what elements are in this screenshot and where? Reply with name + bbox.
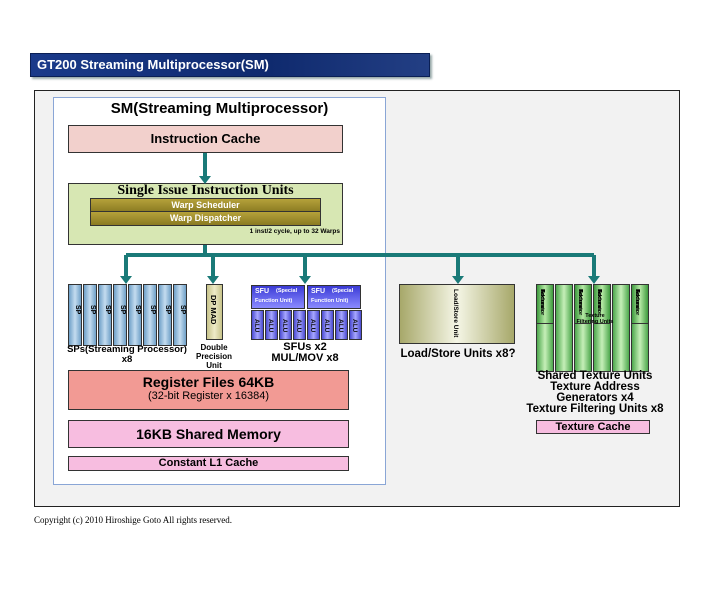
- texture-column: Texture Address Generator: [631, 284, 649, 372]
- issue-unit-note: 1 inst/2 cycle, up to 32 Warps: [249, 228, 340, 235]
- alu-unit: ALU: [251, 310, 264, 340]
- alu-unit: ALU: [307, 310, 320, 340]
- texture-address-generator: Texture Address Generator: [575, 285, 591, 324]
- constant-cache: Constant L1 Cache: [68, 456, 349, 471]
- instruction-cache: Instruction Cache: [68, 125, 343, 153]
- alu-unit: ALU: [321, 310, 334, 340]
- sp-unit: SP: [173, 284, 187, 346]
- arrow-sfu: [299, 276, 311, 284]
- arrow-issue: [199, 176, 211, 184]
- shared-memory: 16KB Shared Memory: [68, 420, 349, 448]
- texture-cache: Texture Cache: [536, 420, 650, 434]
- sp-unit: SP: [128, 284, 142, 346]
- register-files-title: Register Files 64KB: [142, 374, 275, 390]
- warp-dispatcher: Warp Dispatcher: [90, 211, 321, 226]
- alu-unit: ALU: [293, 310, 306, 340]
- register-files-subtitle: (32-bit Register x 16384): [147, 390, 270, 402]
- texture-filtering-units: Texture Filtering Units: [576, 313, 614, 325]
- texture-address-generator: Texture Address Generator: [632, 285, 648, 324]
- arrow-ldst: [452, 276, 464, 284]
- sfu-label: SFUs x2 MUL/MOV x8: [271, 341, 339, 364]
- alu-unit: ALU: [279, 310, 292, 340]
- register-files: Register Files 64KB (32-bit Register x 1…: [68, 370, 349, 410]
- sp-unit: SP: [143, 284, 157, 346]
- sm-title: SM(Streaming Multiprocessor): [110, 100, 329, 117]
- alu-unit: ALU: [349, 310, 362, 340]
- texture-label: Shared Texture Units Texture Address Gen…: [526, 370, 664, 415]
- sp-label: SPs(Streaming Processor) x8: [67, 344, 187, 365]
- texture-column: Texture Address Generator: [574, 284, 592, 372]
- texture-column: [555, 284, 573, 372]
- load-store-unit: Load/Store Unit: [399, 284, 515, 344]
- page-header-title: GT200 Streaming Multiprocessor(SM): [37, 57, 269, 72]
- alu-unit: ALU: [265, 310, 278, 340]
- sp-unit: SP: [68, 284, 82, 346]
- arrow-tex: [588, 276, 600, 284]
- texture-column: Texture Address Generator: [593, 284, 611, 372]
- texture-address-generator: Texture Address Generator: [594, 285, 610, 324]
- sp-unit: SP: [113, 284, 127, 346]
- sp-unit: SP: [83, 284, 97, 346]
- dp-label: Double Precision Unit: [195, 343, 232, 370]
- sp-group: SP SP SP SP SP SP SP SP: [68, 284, 187, 346]
- load-store-label: Load/Store Units x8?: [400, 348, 516, 360]
- texture-address-generator: Texture Address Generator: [537, 285, 553, 324]
- page-header: GT200 Streaming Multiprocessor(SM): [30, 53, 430, 77]
- sp-unit: SP: [98, 284, 112, 346]
- copyright: Copyright (c) 2010 Hiroshige Goto All ri…: [34, 515, 232, 525]
- dp-unit: DP MAD: [206, 284, 223, 340]
- issue-unit-title: Single Issue Instruction Units: [117, 183, 294, 198]
- arrow-dp: [207, 276, 219, 284]
- arrow-sp: [120, 276, 132, 284]
- texture-column: [612, 284, 630, 372]
- sp-unit: SP: [158, 284, 172, 346]
- alu-unit: ALU: [335, 310, 348, 340]
- texture-column: Texture Address Generator: [536, 284, 554, 372]
